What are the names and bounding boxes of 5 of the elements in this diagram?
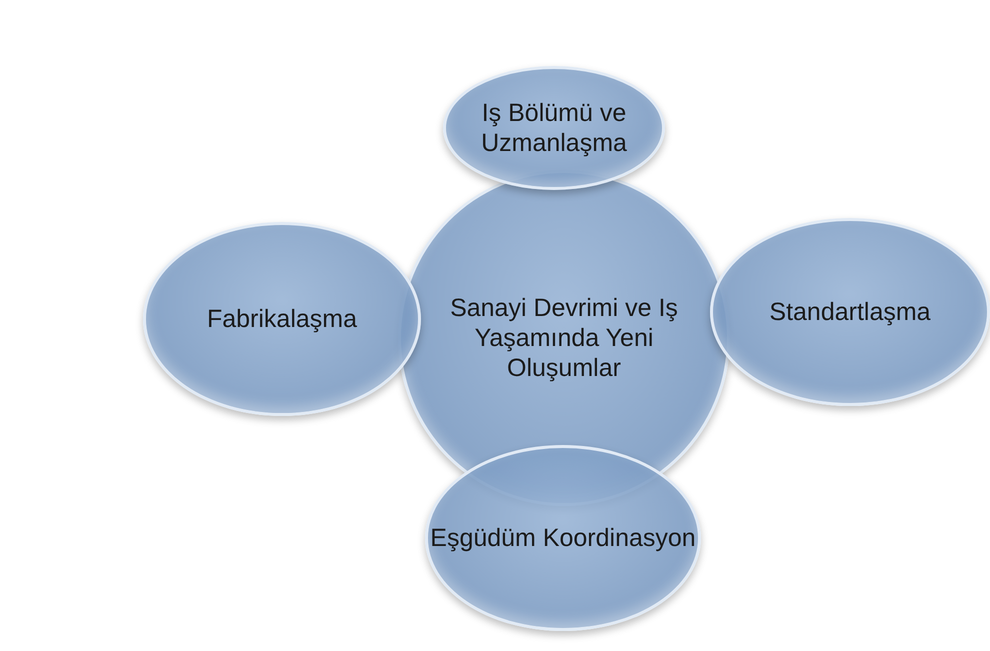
node-label: Fabrikalaşma bbox=[206, 304, 358, 334]
node-label: Standartlaşma bbox=[769, 297, 931, 327]
node-label: Eşgüdüm Koordinasyon bbox=[430, 523, 696, 553]
node-label: Iş Bölümü ve Uzmanlaşma bbox=[480, 98, 628, 158]
node-label: Sanayi Devrimi ve Iş Yaşamında Yeni Oluşumlar bbox=[449, 293, 679, 383]
